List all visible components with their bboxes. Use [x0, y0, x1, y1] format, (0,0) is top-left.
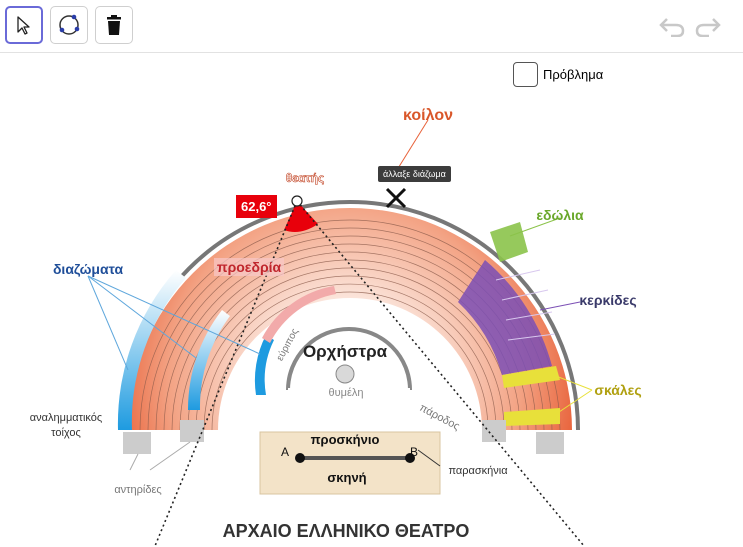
label-proedria: προεδρία	[217, 259, 282, 275]
label-proskinio: προσκήνιο	[311, 432, 380, 447]
antiris-left-1	[123, 432, 151, 454]
label-koilon: κοίλον	[403, 107, 453, 124]
circle-through-points-icon	[59, 14, 80, 35]
antiris-right-1	[482, 420, 506, 442]
edolia-pointer	[509, 217, 561, 237]
antiris-right-2	[536, 432, 564, 454]
antirides-pointer-2	[149, 441, 191, 471]
sight-line-left	[154, 200, 298, 547]
delete-tool-button[interactable]	[95, 6, 133, 44]
label-point-b: B	[410, 445, 418, 459]
change-diazoma-tooltip: άλλαξε διάζωμα	[378, 166, 451, 182]
orchestra-base	[288, 388, 410, 396]
label-point-a: A	[281, 445, 289, 459]
label-thymeli: θυμέλη	[329, 387, 364, 399]
proedria-area	[262, 286, 336, 343]
move-tool-button[interactable]	[5, 6, 43, 44]
undo-icon	[659, 18, 685, 37]
redo-button[interactable]	[693, 12, 723, 40]
skales-pointer-2	[555, 389, 593, 415]
problem-checkbox-label: Πρόβλημα	[543, 67, 604, 82]
view-angle-label: 62,6°	[236, 195, 277, 218]
trash-icon	[107, 15, 121, 35]
label-parodos: πάροδος	[417, 402, 461, 433]
thymeli-altar	[335, 364, 355, 384]
antiris-left-2	[180, 420, 204, 442]
problem-checkbox[interactable]	[513, 62, 538, 87]
proedria-label-bg	[214, 258, 284, 276]
edolia-area	[490, 222, 528, 262]
skales-pointer-1	[555, 375, 593, 391]
label-antirides: αντηρίδες	[114, 484, 161, 496]
undo-button[interactable]	[657, 12, 687, 40]
antirides-pointer-1	[129, 453, 139, 471]
view-angle-wedge	[284, 201, 318, 232]
label-kerkides: κερκίδες	[579, 292, 636, 308]
redo-icon	[695, 18, 721, 37]
theatre-diagram: κοίλον θεατής εδώλια διαζώματα προεδρία …	[30, 107, 642, 547]
diagram-title: ΑΡΧΑΙΟ ΕΛΛΗΝΙΚΟ ΘΕΑΤΡΟ	[223, 521, 470, 541]
skales-upper	[502, 366, 560, 388]
skales-lower	[504, 408, 560, 426]
label-skales: σκάλες	[594, 382, 641, 398]
point-b[interactable]	[405, 453, 415, 463]
label-skini: σκηνή	[327, 470, 366, 485]
label-diazomata: διαζώματα	[53, 261, 124, 277]
kerkides-lines	[495, 269, 556, 341]
orchestra-ring	[286, 327, 412, 391]
diazomata-pointers	[87, 275, 261, 371]
label-edolia: εδώλια	[536, 207, 584, 223]
point-a[interactable]	[295, 453, 305, 463]
paraskinia-pointer	[417, 449, 441, 467]
toolbar	[0, 0, 743, 53]
label-toichos: τοίχος	[51, 427, 81, 439]
problem-checkbox-control[interactable]: Πρόβλημα	[513, 62, 603, 87]
label-paraskinia: παρασκήνια	[448, 465, 508, 477]
kerkides-area	[458, 260, 552, 375]
change-diazoma-marker[interactable]	[385, 187, 407, 209]
diazoma-outer	[117, 270, 186, 430]
label-orchestra: Ορχήστρα	[303, 342, 388, 361]
diazoma-inner	[187, 310, 230, 410]
spectator-point[interactable]	[291, 195, 303, 207]
circle-tool-button[interactable]	[50, 6, 88, 44]
arrow-cursor-icon	[17, 16, 30, 35]
label-analimmatikos: αναλημματικός	[30, 412, 102, 424]
label-theatis: θεατής	[286, 171, 324, 185]
kerkides-pointer	[539, 301, 581, 311]
euripos-channel	[254, 335, 274, 395]
